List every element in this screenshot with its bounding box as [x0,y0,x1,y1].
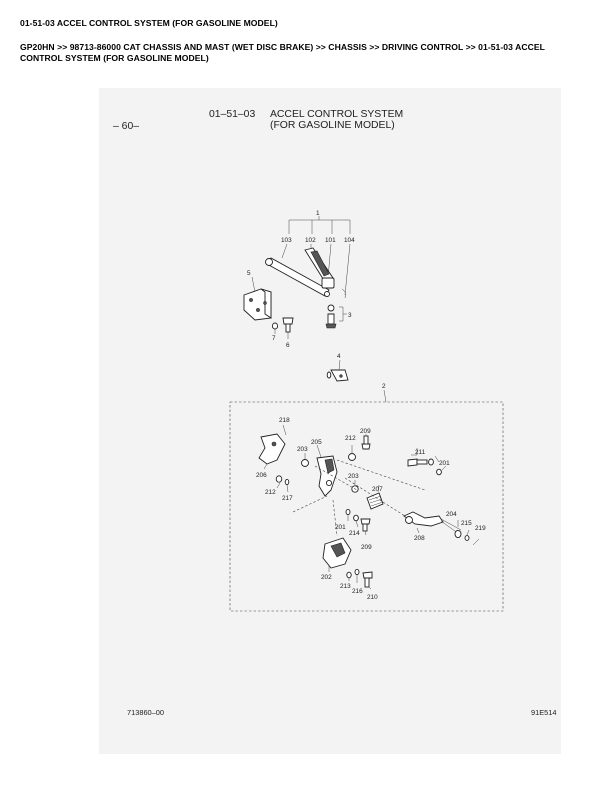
callout-103: 103 [281,237,292,244]
drawing-code: 91E514 [531,708,556,717]
callout-214: 214 [349,530,360,537]
callout-209: 209 [360,428,371,435]
callout-208: 208 [414,535,425,542]
callout-201b: 201 [335,524,346,531]
parts-diagram: – 60– 01–51–03 ACCEL CONTROL SYSTEM (FOR… [113,109,556,717]
callout-104: 104 [344,237,355,244]
callout-102: 102 [305,237,316,244]
callout-2: 2 [382,383,386,390]
drawing-number: 713860–00 [127,708,164,717]
callout-4: 4 [337,353,341,360]
callout-204: 204 [446,511,457,518]
sheet-title-line1: ACCEL CONTROL SYSTEM [270,109,403,120]
callout-213: 213 [340,583,351,590]
callout-7: 7 [272,335,276,342]
breadcrumb: GP20HN >> 98713-86000 CAT CHASSIS AND MA… [20,42,545,63]
callout-5: 5 [247,270,251,277]
callout-205: 205 [311,439,322,446]
callout-212: 212 [345,435,356,442]
callout-219: 219 [475,525,486,532]
callout-203b: 203 [348,473,359,480]
callout-215: 215 [461,520,472,527]
callout-206: 206 [256,472,267,479]
bolt-6 [282,317,294,339]
callout-209b: 209 [361,544,372,551]
accel-pedal-assembly [265,247,346,299]
callout-201: 201 [439,460,450,467]
callout-212b: 212 [265,489,276,496]
callout-101: 101 [325,237,336,244]
washer-7 [271,322,279,334]
callout-6: 6 [286,342,290,349]
callout-210: 210 [367,594,378,601]
callout-203: 203 [297,446,308,453]
callout-211: 211 [415,449,426,456]
throttle-linkage-drawings [258,424,480,590]
section-number: 01–51–03 [209,109,255,120]
callout-202: 202 [321,574,332,581]
callout-207: 207 [372,486,383,493]
callout-3: 3 [348,312,352,319]
bolt-washer-3 [325,304,347,329]
sheet-page-number: – 60– [113,121,139,132]
callout-1: 1 [316,210,320,217]
callout-217: 217 [282,495,293,502]
kit-2-boundary [229,401,504,612]
bracket-4 [326,369,349,382]
sheet-title-line2: (FOR GASOLINE MODEL) [270,120,395,131]
pedal-bracket [243,288,272,321]
callout-216: 216 [352,588,363,595]
callout-218: 218 [279,417,290,424]
parts-diagram-sheet: – 60– 01–51–03 ACCEL CONTROL SYSTEM (FOR… [99,88,561,754]
page-title: 01-51-03 ACCEL CONTROL SYSTEM (FOR GASOL… [20,18,278,28]
